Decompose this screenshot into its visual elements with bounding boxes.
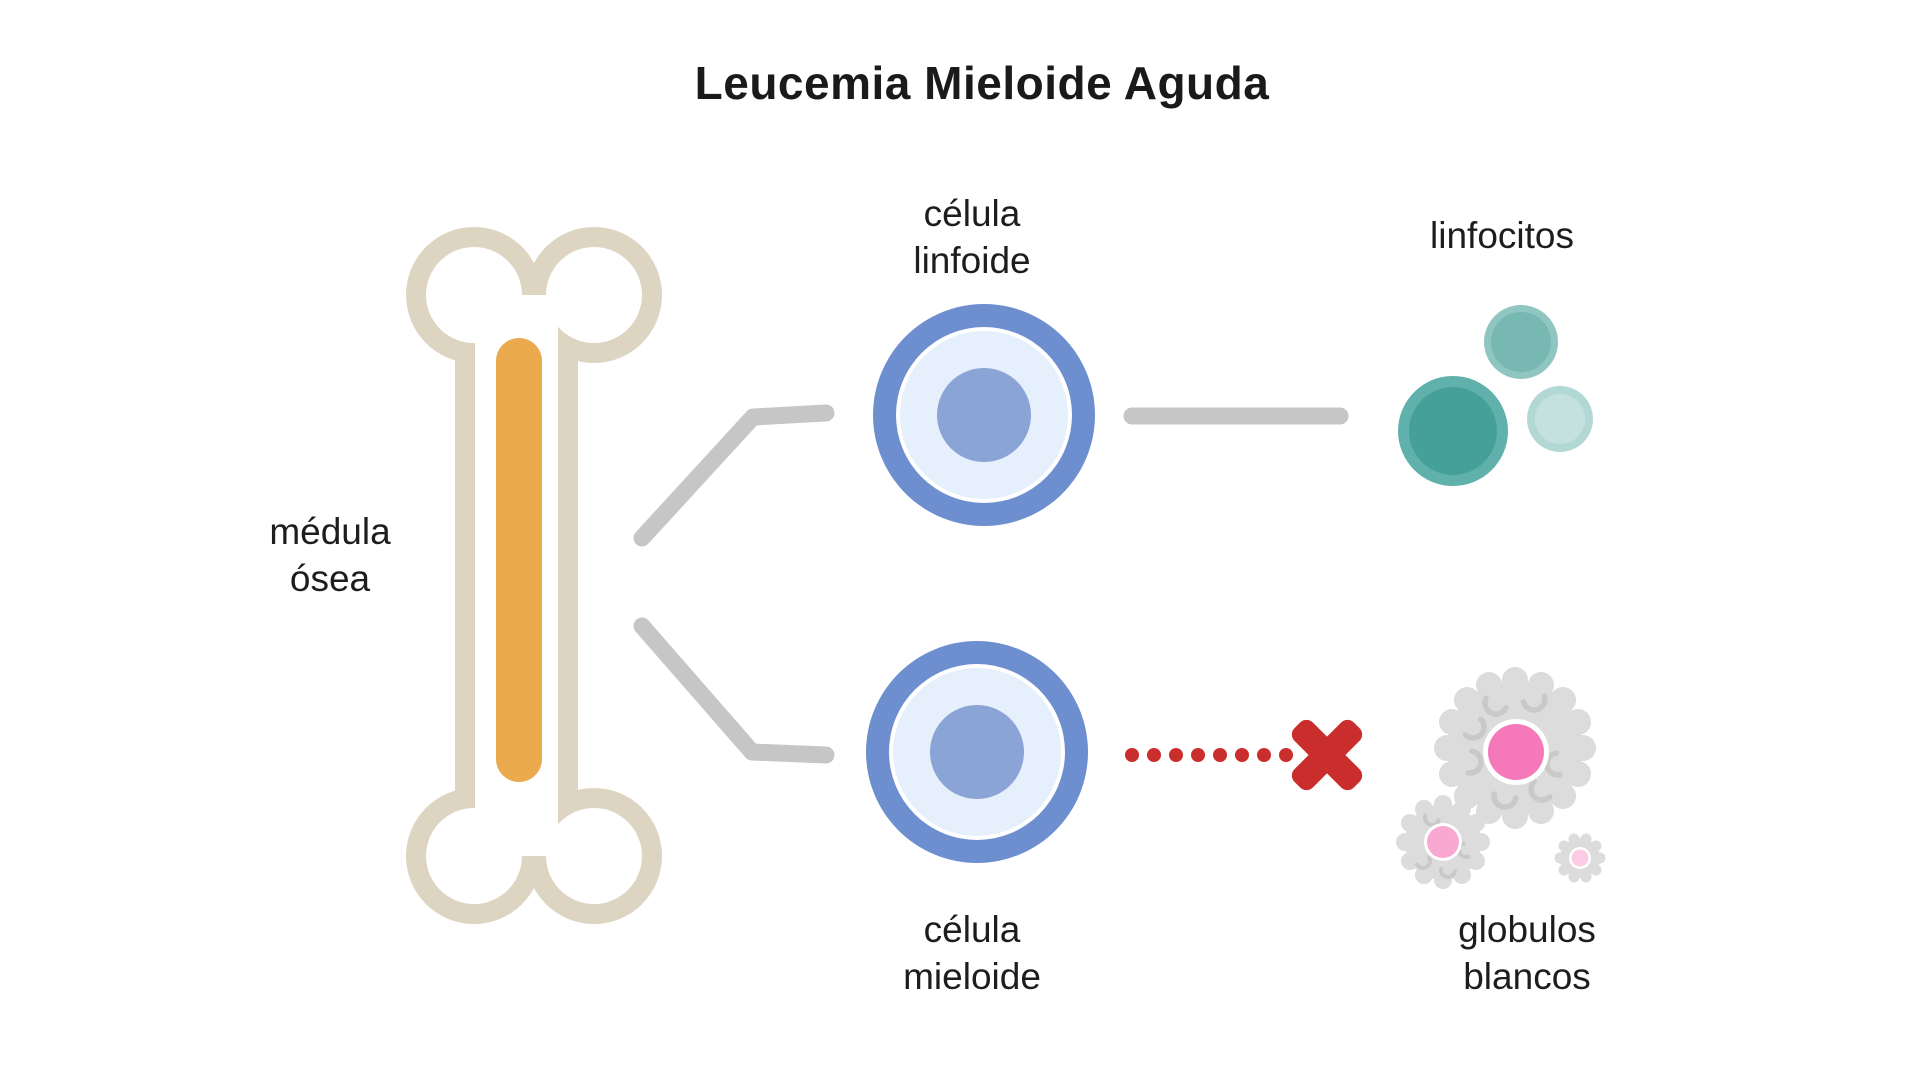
white-blood-cell-small <box>1554 833 1606 883</box>
label-bone-marrow: médula ósea <box>269 508 390 603</box>
label-myeloid-cell-line2: mieloide <box>903 956 1041 998</box>
white-blood-cell-large <box>1434 667 1596 829</box>
wbc-small-nucleus <box>1571 849 1589 867</box>
bone-icon <box>406 227 662 924</box>
label-white-blood-cells-line2: blancos <box>1463 956 1591 998</box>
blocked-path-icon <box>1125 719 1363 791</box>
lymphoid-cell-nucleus <box>937 368 1031 462</box>
myeloid-cell-nucleus <box>930 705 1024 799</box>
wbc-large-nucleus <box>1488 724 1544 780</box>
connector-bone-to-lymphoid <box>633 404 835 547</box>
label-white-blood-cells: globulos blancos <box>1458 906 1596 1001</box>
page-title: Leucemia Mieloide Aguda <box>694 57 1270 109</box>
label-white-blood-cells-line1: globulos <box>1458 909 1596 950</box>
label-lymphoid-cell: célula linfoide <box>913 190 1030 285</box>
myeloid-cell-icon <box>866 641 1088 863</box>
lymphocytes-icon <box>1398 305 1593 486</box>
label-myeloid-cell-line1: célula <box>923 909 1021 950</box>
x-mark-icon <box>1291 719 1363 791</box>
label-lymphoid-cell-line2: linfoide <box>913 240 1031 282</box>
connector-bone-to-myeloid <box>633 617 835 764</box>
label-myeloid-cell: célula mieloide <box>903 906 1041 1001</box>
cell-texture-marks <box>1462 693 1563 810</box>
label-lymphocytes: linfocitos <box>1430 215 1574 256</box>
wbc-medium-nucleus <box>1427 826 1459 858</box>
lymphoid-cell-icon <box>873 304 1095 526</box>
bone-marrow-icon <box>496 338 542 782</box>
label-bone-marrow-line2: ósea <box>289 558 371 600</box>
white-blood-cell-medium <box>1396 795 1490 889</box>
label-lymphoid-cell-line1: célula <box>923 193 1021 234</box>
label-bone-marrow-line1: médula <box>269 511 391 552</box>
